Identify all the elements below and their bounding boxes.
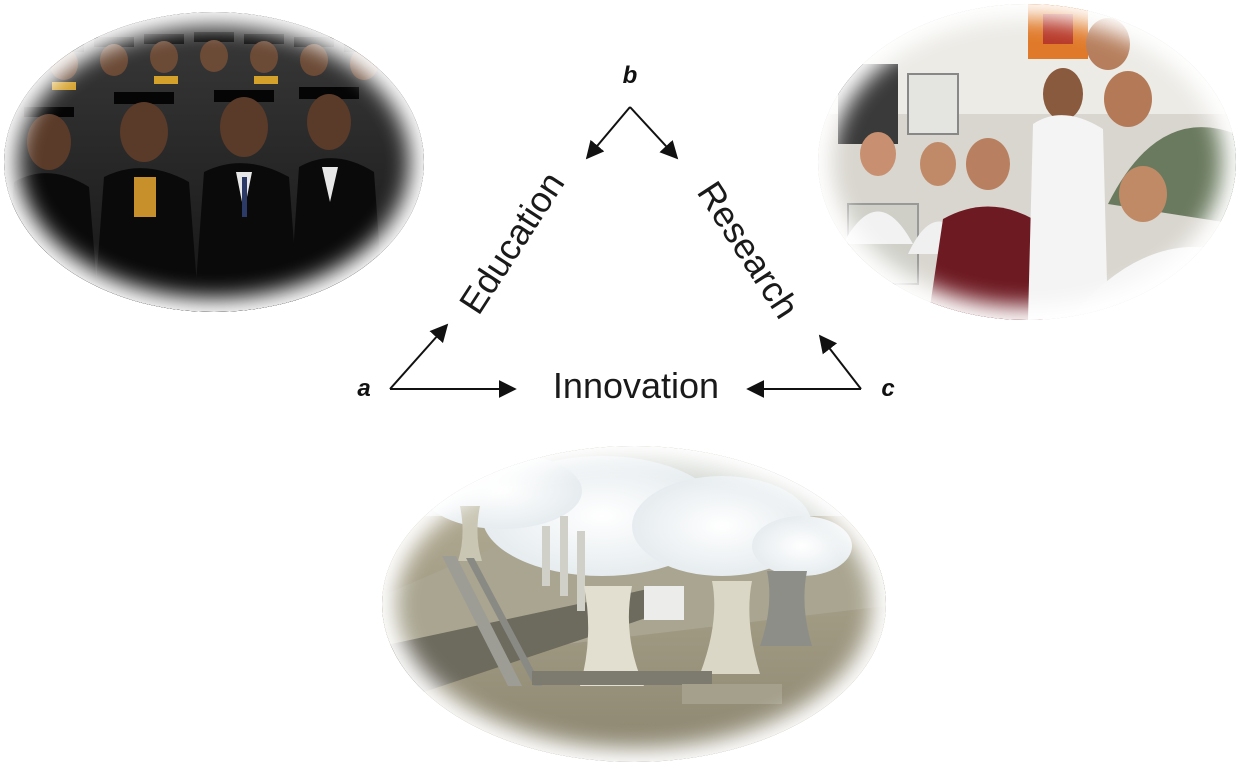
arrow-b-to-education: [585, 106, 631, 160]
arrow-c-to-research: [818, 334, 862, 390]
vertex-letter-c: c: [881, 375, 895, 402]
arrow-a-to-education: [389, 323, 449, 390]
arrow-b-to-research: [629, 106, 679, 160]
vertex-letter-a: a: [357, 375, 371, 402]
power-plant-photo: [382, 446, 886, 762]
vertex-letter-b: b: [622, 62, 638, 89]
innovation-label: Innovation: [552, 365, 720, 406]
